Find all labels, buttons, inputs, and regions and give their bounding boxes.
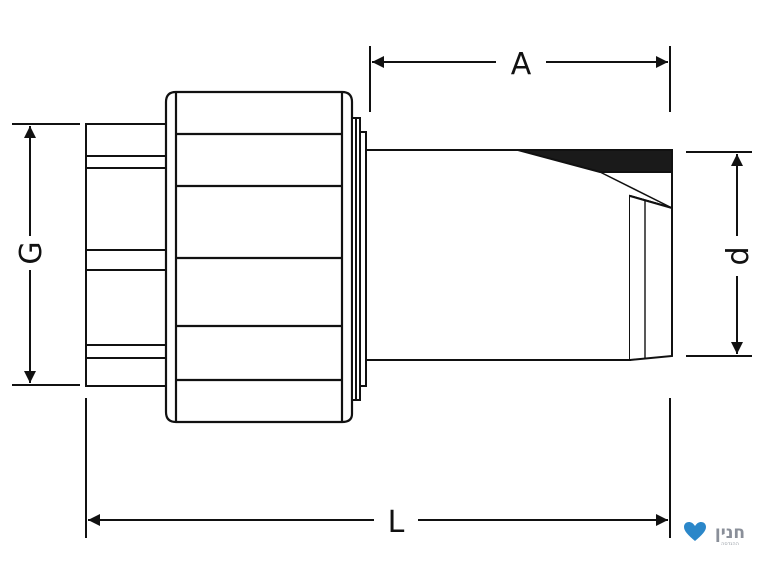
heart-icon (684, 522, 706, 541)
logo-subtext: ההנדסה (721, 541, 739, 547)
dimension-g: G (14, 126, 49, 383)
threaded-end (85, 123, 167, 387)
union-nut (164, 90, 354, 424)
dimension-d: d (721, 154, 756, 354)
logo-text: חנין (715, 523, 745, 543)
extension-lines (12, 46, 752, 538)
dimension-d-label: d (721, 246, 756, 265)
dimension-g-label: G (14, 241, 49, 264)
brand-logo: חנין ההנדסה (684, 522, 745, 547)
collar (351, 117, 367, 401)
dimension-a: A (372, 47, 668, 82)
socket-body (365, 149, 673, 361)
dimension-l: L (88, 505, 668, 540)
dimension-a-label: A (511, 47, 532, 82)
dimension-l-label: L (388, 505, 405, 540)
